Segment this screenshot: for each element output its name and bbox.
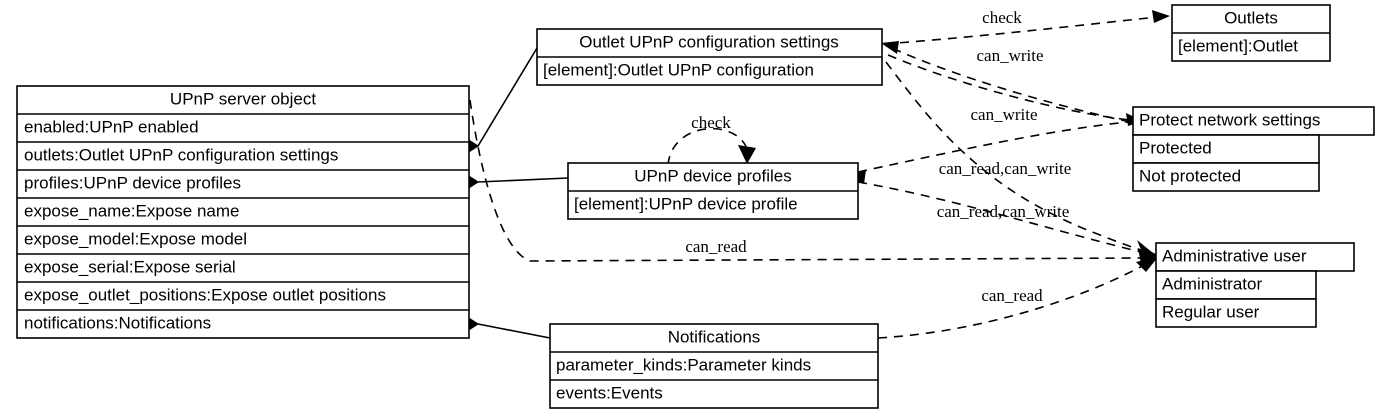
node-outlets[interactable]: Outlets [element]:Outlet: [1171, 4, 1331, 62]
node-title: UPnP device profiles: [634, 166, 792, 185]
arrowhead-outlet-config: [881, 41, 899, 54]
arrowhead-admin-cluster-2: [1136, 257, 1158, 272]
node-attribute: expose_outlet_positions:Expose outlet po…: [24, 285, 386, 304]
node-attribute: [element]:Outlet: [1178, 36, 1298, 55]
node-administrative-user-row-1: [1155, 298, 1317, 328]
node-upnp-server-object[interactable]: UPnP server object enabled:UPnP enabled …: [16, 85, 470, 339]
arrowhead-admin-cluster-3: [1137, 240, 1158, 257]
edge-label-can-write-outlet-config: can_write: [976, 46, 1043, 65]
node-attribute: Administrator: [1162, 274, 1262, 293]
node-attribute: profiles:UPnP device profiles: [24, 173, 241, 192]
node-protect-network-settings[interactable]: Protect network settings Protected Not p…: [1132, 106, 1375, 192]
edge-can-write-outlet-config: [891, 47, 1131, 123]
node-title: Administrative user: [1162, 246, 1307, 265]
node-upnp-server-object-frame: [16, 85, 470, 339]
node-protect-network-settings-row-0: [1132, 134, 1320, 164]
edge-profiles-can-read-write-admin: [857, 181, 1146, 254]
node-administrative-user-header: [1155, 242, 1355, 272]
node-attribute: expose_serial:Expose serial: [24, 257, 236, 276]
node-outlet-upnp-configuration-settings[interactable]: Outlet UPnP configuration settings [elem…: [536, 28, 883, 86]
edge-check-outlets: [883, 16, 1159, 45]
node-attribute: enabled:UPnP enabled: [24, 117, 199, 136]
edge-composition-notifications: [477, 323, 551, 339]
node-notifications-frame: [549, 323, 879, 409]
edge-profiles-can-write-protect: [857, 121, 1129, 173]
node-protect-network-settings-row-1: [1132, 162, 1320, 192]
edge-composition-profiles: [477, 177, 569, 183]
edge-label-can-read-server: can_read: [685, 237, 747, 256]
node-attribute: expose_name:Expose name: [24, 201, 239, 220]
edge-label-check-outlets: check: [982, 8, 1022, 27]
edge-label-can-read-notifications: can_read: [981, 286, 1043, 305]
edge-notifications-can-read-admin: [877, 261, 1151, 339]
node-attribute: parameter_kinds:Parameter kinds: [556, 355, 811, 374]
node-title: Protect network settings: [1139, 110, 1320, 129]
node-protect-network-settings-header: [1132, 106, 1375, 136]
node-attribute: [element]:UPnP device profile: [574, 194, 798, 213]
node-notifications[interactable]: Notifications parameter_kinds:Parameter …: [549, 323, 879, 409]
edge-label-check-self: check: [691, 113, 731, 132]
edge-composition-outlets: [477, 47, 538, 147]
node-attribute: [element]:Outlet UPnP configuration: [543, 60, 814, 79]
node-attribute: Not protected: [1139, 166, 1241, 185]
edge-can-write-protect: [887, 54, 1131, 121]
edge-can-read-write-outlet-config: [885, 61, 1146, 253]
node-attribute: expose_model:Expose model: [24, 229, 247, 248]
node-title: UPnP server object: [170, 89, 316, 108]
edge-labels-layer: check can_write can_write check can_read…: [685, 8, 1071, 305]
node-title: Outlets: [1224, 8, 1278, 27]
edge-label-can-read-write-upper: can_read,can_write: [939, 159, 1072, 178]
arrowhead-self-profiles: [738, 145, 756, 164]
node-administrative-user[interactable]: Administrative user Administrator Regula…: [1155, 242, 1355, 328]
node-attribute: events:Events: [556, 383, 663, 402]
node-attribute: Protected: [1139, 138, 1212, 157]
node-title: Outlet UPnP configuration settings: [579, 32, 839, 51]
edge-check-self-profiles: [667, 127, 749, 166]
node-attribute: Regular user: [1162, 302, 1260, 321]
node-attribute: outlets:Outlet UPnP configuration settin…: [24, 145, 338, 164]
node-attribute: notifications:Notifications: [24, 313, 211, 332]
edge-label-can-write-protect: can_write: [970, 105, 1037, 124]
node-upnp-device-profiles[interactable]: UPnP device profiles [element]:UPnP devi…: [567, 162, 859, 220]
node-title: Notifications: [668, 327, 761, 346]
edge-label-can-read-write-lower: can_read,can_write: [937, 202, 1070, 221]
arrowhead-outlets: [1152, 10, 1170, 23]
